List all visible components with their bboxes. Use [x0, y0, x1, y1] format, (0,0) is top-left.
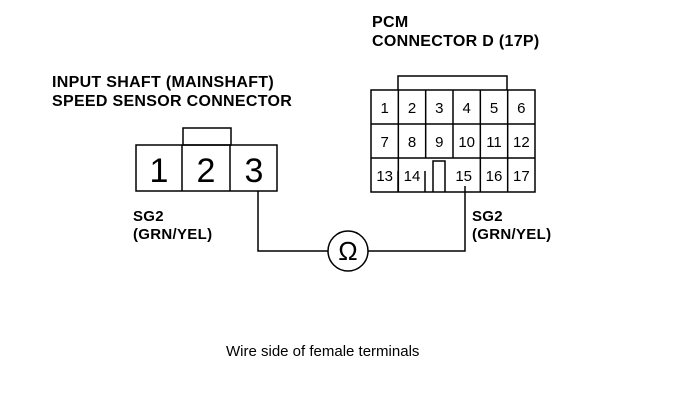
pcm-terminal-13: 13 — [376, 168, 393, 185]
pcm-terminal-6: 6 — [517, 100, 525, 117]
pcm-terminal-3: 3 — [435, 100, 443, 117]
wire-sensor-to-meter — [257, 191, 328, 252]
pcm-terminal-17: 17 — [513, 168, 530, 185]
pcm-terminal-12: 12 — [513, 134, 530, 151]
pcm-wire-signal: SG2 — [472, 208, 503, 225]
sensor-wire-signal: SG2 — [133, 208, 164, 225]
sensor-connector — [135, 127, 278, 192]
ohmmeter-icon — [327, 230, 369, 272]
pcm-title-line1: PCM — [372, 14, 409, 31]
pcm-terminal-7: 7 — [380, 134, 388, 151]
sensor-wire-label: SG2 (GRN/YEL) — [133, 208, 212, 244]
sensor-title-line1: INPUT SHAFT (MAINSHAFT) — [52, 74, 274, 91]
wire-harness — [257, 186, 466, 252]
sensor-connector-title: INPUT SHAFT (MAINSHAFT) SPEED SENSOR CON… — [52, 73, 292, 111]
pcm-terminal-14: 14 — [404, 168, 421, 185]
sensor-terminal-1: 1 — [150, 152, 169, 190]
pcm-terminal-11: 11 — [486, 134, 502, 151]
pcm-connector — [370, 75, 536, 193]
ohm-symbol: Ω — [338, 236, 357, 266]
pcm-terminal-8: 8 — [408, 134, 416, 151]
pcm-terminal-2: 2 — [408, 100, 416, 117]
sensor-wire-color: (GRN/YEL) — [133, 226, 213, 243]
sensor-terminal-2: 2 — [197, 152, 216, 190]
pcm-terminal-4: 4 — [462, 100, 470, 117]
wire-meter-to-pcm — [368, 186, 466, 252]
pcm-terminal-15: 15 — [455, 168, 472, 185]
pcm-wire-color: (GRN/YEL) — [472, 226, 552, 243]
pcm-terminal-10: 10 — [458, 134, 475, 151]
caption: Wire side of female terminals — [226, 343, 420, 360]
pcm-terminal-5: 5 — [490, 100, 498, 117]
pcm-terminal-16: 16 — [486, 168, 503, 185]
pcm-terminal-1: 1 — [380, 100, 388, 117]
pcm-title-line2: CONNECTOR D (17P) — [372, 33, 540, 50]
sensor-terminal-3: 3 — [245, 152, 264, 190]
pcm-terminal-9: 9 — [435, 134, 443, 151]
sensor-title-line2: SPEED SENSOR CONNECTOR — [52, 93, 293, 110]
pcm-connector-title: PCM CONNECTOR D (17P) — [372, 13, 540, 51]
pcm-wire-label: SG2 (GRN/YEL) — [472, 208, 551, 244]
